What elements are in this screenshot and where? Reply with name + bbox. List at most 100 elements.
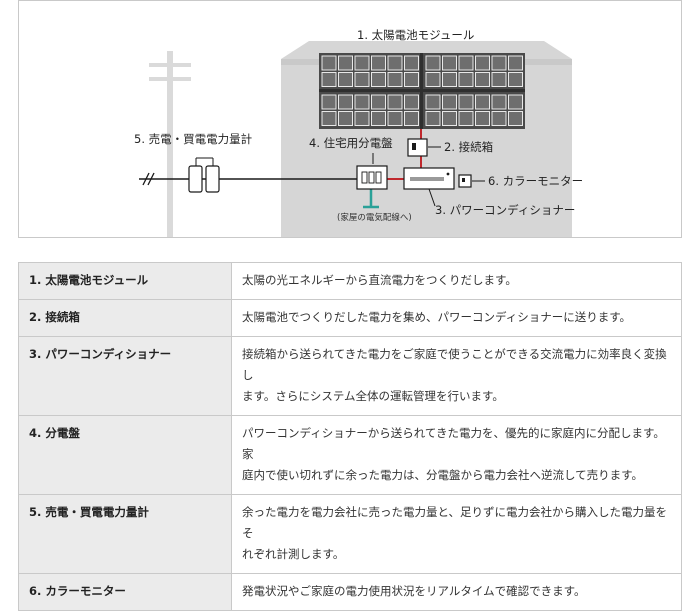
panel-cell [338,72,353,87]
description-line: 庭内で使い切れずに余った電力は、分電盤から電力会社へ逆流して売ります。 [242,468,644,482]
description-line: 余った電力を電力会社に売った電力量と、足りずに電力会社から購入した電力量をそ [242,505,668,540]
description-line: 接続箱から送られてきた電力をご家庭で使うことができる交流電力に効率良く変換し [242,347,667,382]
panel-cell [387,55,403,71]
description-line: れぞれ計測します。 [242,547,345,561]
panel-cell [508,94,523,110]
label-monitor: 6. カラーモニター [488,174,583,188]
label-power-conditioner: 3. パワーコンディショナー [435,203,575,217]
distribution-board [356,165,388,190]
component-name: 4. 分電盤 [18,415,232,495]
panel-cell [387,111,403,126]
system-diagram-svg: 1. 太陽電池モジュール 5. 売電・買電電力量計 4. 住宅用分電盤 2. 接… [134,28,583,237]
panel-cell [404,72,419,87]
description-line: 太陽の光エネルギーから直流電力をつくりだします。 [242,273,517,287]
panel-cell [508,111,523,126]
panel-cell [321,72,337,87]
panel-divider-v [420,53,423,129]
panel-cell [458,94,474,110]
panel-cell [354,111,370,126]
panel-cell [458,72,474,87]
panel-cell [387,72,403,87]
panel-cell [475,72,490,87]
system-diagram: 1. 太陽電池モジュール 5. 売電・買電電力量計 4. 住宅用分電盤 2. 接… [18,0,682,238]
description-line: 太陽電池でつくりだした電力を集め、パワーコンディショナーに送ります。 [242,310,632,324]
panel-cell [338,94,353,110]
table-row: 6. カラーモニター 発電状況やご家庭の電力使用状況をリアルタイムで確認できます… [18,573,682,611]
color-monitor [458,174,472,188]
panel-cell [321,111,337,126]
panel-cell [404,94,419,110]
label-to-house-wiring: (家屋の電気配線へ) [337,212,412,223]
panel-cell [371,111,386,126]
panel-cell [338,55,353,71]
table-row: 3. パワーコンディショナー 接続箱から送られてきた電力をご家庭で使うことができ… [18,336,682,416]
panel-cell [371,94,386,110]
junction-box [407,138,428,157]
panel-cell [508,55,523,71]
panel-cell [442,111,457,126]
panel-cell [321,94,337,110]
component-description: 太陽の光エネルギーから直流電力をつくりだします。 [231,262,682,300]
panel-cell [425,111,441,126]
utility-pole [149,51,191,237]
wiring [139,129,422,209]
panel-cell [491,94,507,110]
panel-cell [354,55,370,71]
panel-cell [338,111,353,126]
grid-break-mark [142,172,155,186]
label-meter: 5. 売電・買電電力量計 [134,132,252,146]
label-junction-box: 2. 接続箱 [444,140,493,154]
panel-cell [491,111,507,126]
component-description: 接続箱から送られてきた電力をご家庭で使うことができる交流電力に効率良く変換します… [231,336,682,416]
description-line: ます。さらにシステム全体の運転管理を行います。 [242,389,504,403]
component-name: 3. パワーコンディショナー [18,336,232,416]
panel-cell [371,72,386,87]
meter-buy [205,165,220,193]
label-solar-module: 1. 太陽電池モジュール [357,28,474,42]
panel-cell [371,55,386,71]
description-line: パワーコンディショナーから送られてきた電力を、優先的に家庭内に分配します。家 [242,426,665,461]
label-distribution-board: 4. 住宅用分電盤 [309,136,393,150]
component-description: パワーコンディショナーから送られてきた電力を、優先的に家庭内に分配します。家庭内… [231,415,682,495]
table-row: 2. 接続箱 太陽電池でつくりだした電力を集め、パワーコンディショナーに送ります… [18,299,682,337]
panel-cell [442,72,457,87]
table-row: 1. 太陽電池モジュール 太陽の光エネルギーから直流電力をつくりだします。 [18,262,682,300]
power-conditioner [403,167,455,190]
panel-cell [491,55,507,71]
component-description-table: 1. 太陽電池モジュール 太陽の光エネルギーから直流電力をつくりだします。 2.… [18,262,682,611]
panel-cell [458,111,474,126]
panel-cell [442,94,457,110]
component-name: 6. カラーモニター [18,573,232,611]
panel-cell [425,94,441,110]
panel-cell [321,55,337,71]
component-name: 1. 太陽電池モジュール [18,262,232,300]
panel-cell [425,55,441,71]
panel-cell [491,72,507,87]
panel-cell [458,55,474,71]
meter-units [188,165,220,193]
component-description: 余った電力を電力会社に売った電力量と、足りずに電力会社から購入した電力量をそれぞ… [231,494,682,574]
leader-pcs [428,188,436,207]
meter-sell [188,165,203,193]
panel-cell [442,55,457,71]
panel-cell [508,72,523,87]
panel-cell [387,94,403,110]
component-description: 発電状況やご家庭の電力使用状況をリアルタイムで確認できます。 [231,573,682,611]
description-line: 発電状況やご家庭の電力使用状況をリアルタイムで確認できます。 [242,584,586,598]
panel-cell [425,72,441,87]
panel-cells [321,55,523,126]
solar-panel-array [319,53,525,129]
panel-cell [354,94,370,110]
component-name: 2. 接続箱 [18,299,232,337]
table-row: 4. 分電盤 パワーコンディショナーから送られてきた電力を、優先的に家庭内に分配… [18,415,682,495]
panel-cell [475,55,490,71]
panel-cell [475,94,490,110]
table-row: 5. 売電・買電電力量計 余った電力を電力会社に売った電力量と、足りずに電力会社… [18,494,682,574]
panel-cell [404,55,419,71]
component-description: 太陽電池でつくりだした電力を集め、パワーコンディショナーに送ります。 [231,299,682,337]
table-body: 1. 太陽電池モジュール 太陽の光エネルギーから直流電力をつくりだします。 2.… [18,262,682,611]
panel-cell [404,111,419,126]
component-name: 5. 売電・買電電力量計 [18,494,232,574]
leader-lines [372,146,485,207]
panel-cell [354,72,370,87]
